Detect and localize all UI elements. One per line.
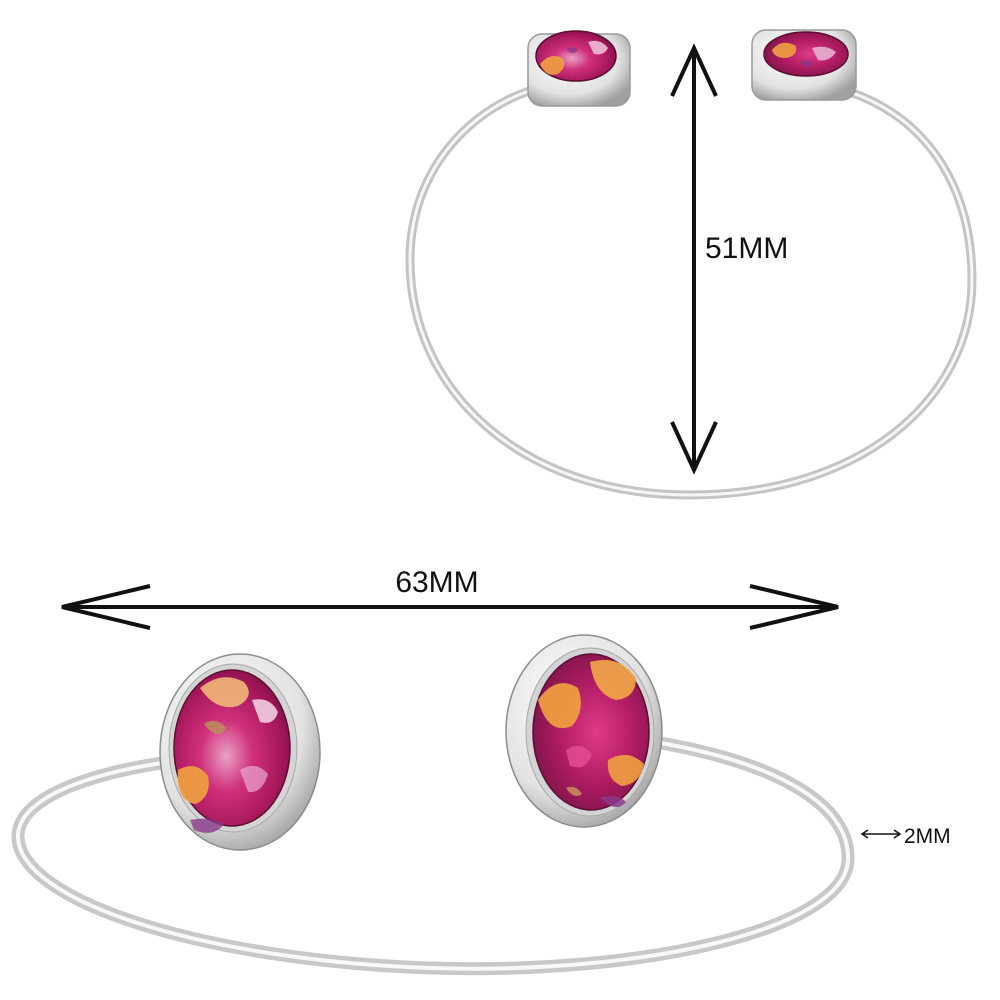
- stone-setting-top-left: [527, 30, 631, 107]
- height-arrow: [670, 43, 718, 475]
- thickness-arrow: [860, 829, 902, 839]
- stone-setting-front-left: [159, 653, 321, 851]
- width-arrow: [61, 584, 839, 630]
- height-dimension-label: 51MM: [705, 232, 788, 265]
- width-dimension-label: 63MM: [395, 566, 478, 599]
- bangle-band-front: [11, 735, 855, 976]
- stone-setting-top-right: [751, 29, 857, 101]
- stone-setting-front-right: [505, 634, 663, 828]
- bangle-front-view: [11, 634, 855, 976]
- bangle-top-view: [405, 29, 977, 500]
- thickness-dimension-label: 2MM: [904, 825, 951, 848]
